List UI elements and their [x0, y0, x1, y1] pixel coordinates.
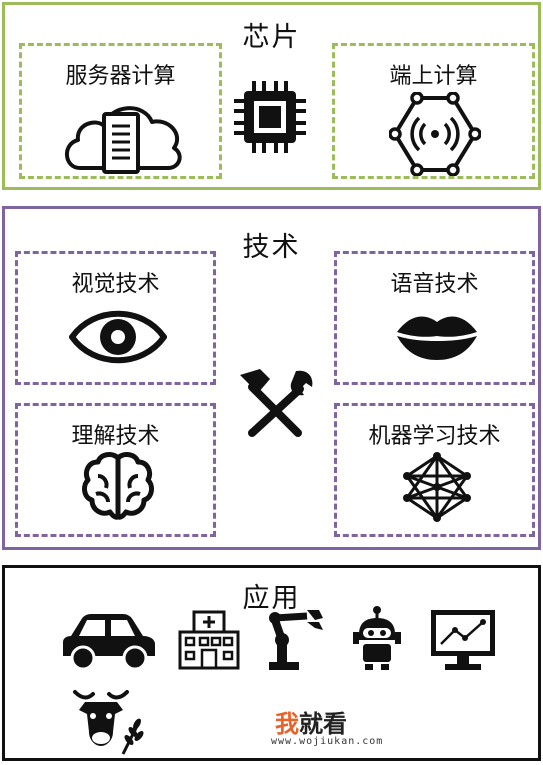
server-computing-box: 服务器计算 — [19, 43, 222, 179]
hospital-icon — [176, 610, 242, 670]
neural-network-icon — [399, 452, 475, 522]
tech-section: 技术 视觉技术 语音技术 理 — [2, 206, 541, 550]
vision-tech-label: 视觉技术 — [71, 272, 160, 297]
edge-computing-label: 端上计算 — [389, 64, 478, 89]
robot-arm-icon — [263, 608, 329, 672]
watermark-brand-rest: 就看 — [299, 710, 347, 738]
tools-icon — [238, 367, 314, 439]
ml-tech-box: 机器学习技术 — [334, 403, 535, 537]
edge-computing-box: 端上计算 — [332, 43, 535, 179]
speech-tech-box: 语音技术 — [334, 251, 535, 385]
car-icon — [59, 612, 157, 672]
server-computing-label: 服务器计算 — [65, 64, 176, 89]
watermark-brand: 我就看 — [275, 704, 347, 739]
vision-tech-box: 视觉技术 — [15, 251, 216, 385]
watermark-brand-accent: 我 — [275, 710, 299, 738]
understanding-tech-label: 理解技术 — [71, 424, 160, 449]
lips-icon — [395, 312, 479, 362]
chip-section: 芯片 服务器计算 — [2, 2, 541, 190]
chip-section-title: 芯片 — [242, 22, 301, 53]
app-section-title: 应用 — [242, 583, 301, 614]
robot-icon — [349, 606, 405, 672]
watermark-url: www.wojiukan.com — [271, 736, 384, 747]
cloud-server-icon — [60, 94, 188, 174]
brain-icon — [82, 452, 154, 522]
eye-icon — [68, 308, 168, 366]
monitor-chart-icon — [429, 608, 497, 672]
edge-network-icon — [389, 92, 481, 176]
cow-wheat-icon — [71, 684, 145, 756]
speech-tech-label: 语音技术 — [390, 272, 479, 297]
app-section: 应用 — [2, 565, 541, 761]
tech-section-title: 技术 — [242, 232, 301, 263]
ml-tech-label: 机器学习技术 — [368, 424, 501, 449]
understanding-tech-box: 理解技术 — [15, 403, 216, 537]
chip-icon — [230, 77, 310, 157]
